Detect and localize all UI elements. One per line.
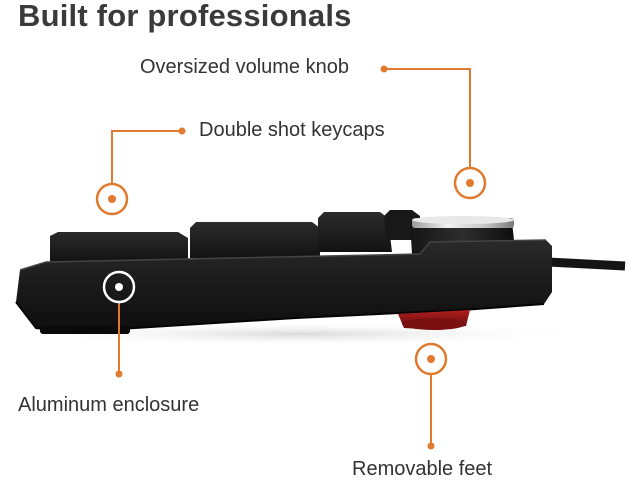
callout-label-feet: Removable feet — [352, 458, 493, 480]
callout-endpoints — [115, 65, 435, 450]
callout-lines — [111, 68, 471, 446]
usb-cable — [547, 257, 626, 271]
page-title: Built for professionals — [18, 0, 352, 33]
removable-foot — [398, 310, 470, 330]
aluminum-enclosure — [15, 239, 552, 334]
keycaps-target-marker — [95, 182, 129, 216]
enclosure-target-marker — [102, 270, 136, 304]
feet-target-marker — [414, 342, 448, 376]
callout-label-volume-knob: Oversized volume knob — [140, 56, 349, 78]
knob-target-marker — [453, 166, 487, 200]
callout-label-enclosure: Aluminum enclosure — [18, 394, 200, 416]
front-foot — [40, 326, 130, 334]
callout-label-keycaps: Double shot keycaps — [199, 119, 385, 141]
keycaps — [50, 210, 420, 262]
